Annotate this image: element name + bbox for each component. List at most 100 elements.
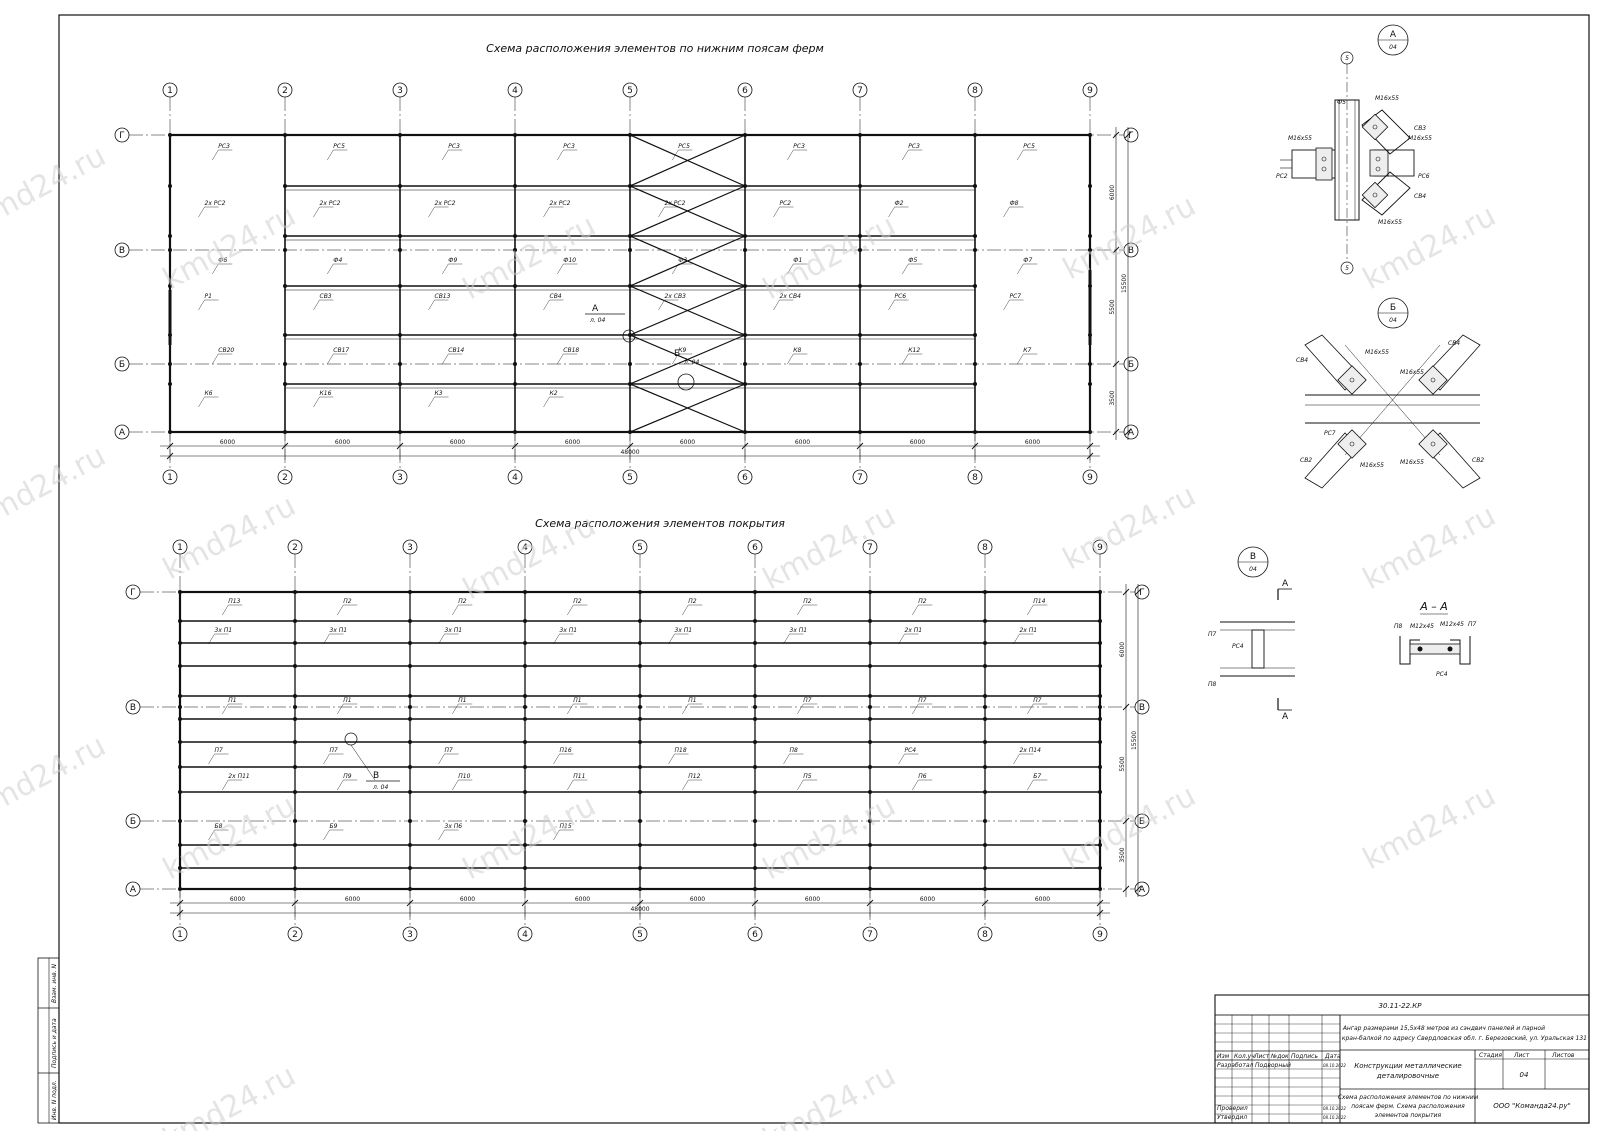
element-label: П2 [688, 598, 697, 605]
dim-tick [1096, 899, 1104, 907]
tb-stage-hdr: Стадия [1479, 1052, 1502, 1059]
axis-label-let: Б [130, 817, 136, 827]
axis-label-let: А [1128, 428, 1135, 438]
node-dot [638, 717, 642, 721]
svg-text:М16х55: М16х55 [1408, 135, 1432, 142]
element-label: П2 [918, 598, 927, 605]
plan-lower-chords: Схема расположения элементов по нижним п… [114, 42, 1139, 485]
tb-sheet-hdr: Лист [1513, 1052, 1530, 1059]
axis-bubble [277, 82, 293, 98]
leader-line [452, 604, 459, 616]
axis-bubble [114, 127, 130, 143]
plan-roof: Схема расположения элементов покрытия 11… [125, 517, 1150, 942]
svg-text:л. 04: л. 04 [683, 359, 699, 366]
svg-text:М16х55: М16х55 [1400, 459, 1424, 466]
node-dot [513, 362, 517, 366]
node-dot [523, 765, 527, 769]
leader-line [442, 353, 449, 365]
axis-bubble [977, 926, 993, 942]
svg-text:А: А [1390, 30, 1397, 40]
element-label: Р1 [205, 293, 212, 300]
svg-text:А: А [1282, 712, 1289, 722]
node-dot [168, 284, 172, 288]
svg-text:5: 5 [1345, 265, 1349, 272]
node-dot [868, 819, 872, 823]
element-label: Б9 [330, 823, 338, 830]
axis-bubble [125, 584, 141, 600]
node-dot [513, 382, 517, 386]
node-dot [753, 866, 757, 870]
element-label: РС3 [793, 143, 805, 150]
element-label: 3х П1 [215, 627, 233, 634]
leader-line [658, 206, 665, 218]
watermark-text: kmd24.ru [757, 498, 901, 597]
element-label: Ф6 [218, 257, 227, 264]
node-dot [753, 717, 757, 721]
dim-bay: 6000 [575, 896, 590, 903]
axis-label-let: А [1139, 885, 1146, 895]
plan-bottom-title: Схема расположения элементов покрытия [535, 517, 785, 530]
element-label: РС3 [908, 143, 920, 150]
leader-line [543, 299, 550, 311]
node-dot [178, 641, 182, 645]
axis-label-num: 8 [982, 930, 988, 940]
dim-bay: 6000 [230, 896, 245, 903]
node-dot [398, 382, 402, 386]
watermark-text: kmd24.ru [1057, 778, 1201, 877]
svg-text:л. 04: л. 04 [372, 784, 388, 791]
node-dot [628, 362, 632, 366]
axis-label-num: 3 [407, 930, 413, 940]
axis-bubble [507, 82, 523, 98]
dim-tick [281, 442, 289, 450]
axis-label-let: Г [1128, 131, 1134, 141]
tb-date-2: 08.10.2022 [1323, 1106, 1346, 1111]
node-dot [178, 843, 182, 847]
dim-tick [971, 442, 979, 450]
svg-text:П7: П7 [1208, 631, 1217, 638]
node-dot [283, 382, 287, 386]
dim-bay: 6000 [1035, 896, 1050, 903]
node-dot [408, 740, 412, 744]
leader-line [1027, 604, 1034, 616]
leader-line [658, 299, 665, 311]
svg-text:А: А [1282, 579, 1289, 589]
axis-label-num: 6 [752, 543, 758, 553]
node-dot [983, 765, 987, 769]
leader-line [198, 396, 205, 408]
node-dot [398, 184, 402, 188]
dim-bay: 6000 [450, 439, 465, 446]
node-dot [398, 234, 402, 238]
dim-overall: 15500 [1131, 731, 1138, 750]
tb-role-developed: Разработал [1217, 1062, 1254, 1069]
node-dot [523, 790, 527, 794]
side-stamp-column: Взам. инв. N Подпись и дата Инв. N подл. [37, 957, 60, 1124]
dim-side: 5500 [1119, 756, 1126, 771]
detail-b: Б 04 М16х55 М16х55 М16х55 М16х55 СВ4 СВ4… [1296, 297, 1484, 489]
element-label: П10 [458, 773, 470, 780]
node-dot [178, 694, 182, 698]
leader-line [428, 206, 435, 218]
node-dot [523, 866, 527, 870]
leader-line [557, 353, 564, 365]
node-dot [408, 694, 412, 698]
node-dot [868, 705, 872, 709]
dim-tick [981, 899, 989, 907]
axis-bubble [287, 926, 303, 942]
tb-sheet-number: 04 [1520, 1071, 1529, 1079]
leader-line [567, 604, 574, 616]
node-dot [293, 819, 297, 823]
svg-text:СВ4: СВ4 [1414, 193, 1426, 200]
node-dot [283, 284, 287, 288]
node-dot [398, 362, 402, 366]
svg-text:РС2: РС2 [1276, 173, 1288, 180]
node-dot [513, 248, 517, 252]
node-dot [983, 843, 987, 847]
leader-line [212, 149, 219, 161]
dim-tick [751, 899, 759, 907]
element-label: П8 [790, 747, 799, 754]
node-dot [868, 717, 872, 721]
element-label: П2 [458, 598, 467, 605]
axis-bubble [852, 82, 868, 98]
axis-bubble [1134, 813, 1150, 829]
leader-line [337, 779, 344, 791]
